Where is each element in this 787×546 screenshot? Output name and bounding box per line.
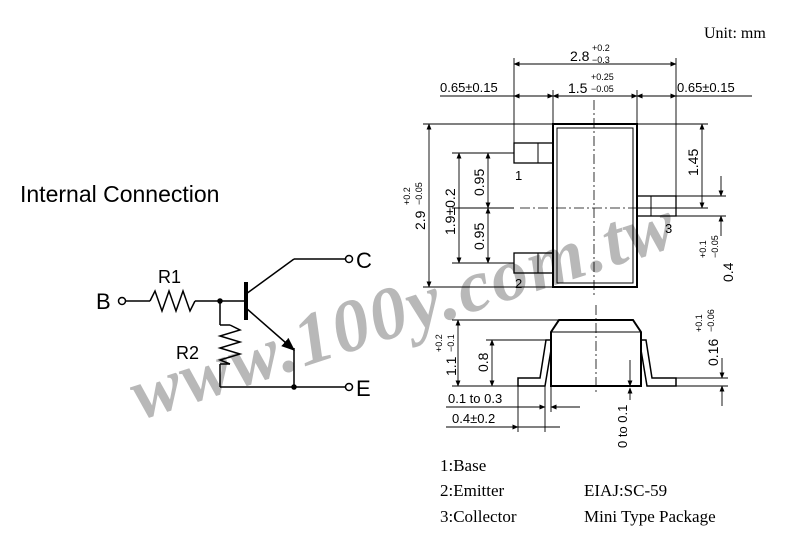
dim-overall-height-tol-plus: +0.2: [402, 187, 412, 205]
terminal-e-label: E: [356, 376, 371, 401]
resistor-r1: [149, 288, 196, 314]
dim-pitch-lower: 0.95: [471, 223, 487, 250]
resistor-r2-label: R2: [176, 343, 199, 363]
pin-1-label: 1: [515, 168, 522, 183]
terminal-b-label: B: [96, 289, 111, 314]
dim-standoff: 0 to 0.1: [615, 405, 630, 448]
watermark-text: www.100y.com.tw: [120, 182, 687, 436]
dim-lead-thickness: 0.16: [705, 339, 721, 366]
resistor-r1-label: R1: [158, 267, 181, 287]
legend-emitter: 2:Emitter: [440, 481, 505, 500]
terminal-b-circle: [117, 296, 127, 306]
dim-overall-height-tol-minus: −0.05: [414, 182, 424, 205]
lead-1: [513, 142, 554, 164]
pin-2-label: 2: [515, 276, 522, 291]
dim-overall-width-tol-plus: +0.2: [592, 43, 610, 53]
dim-foot-length: 0.4±0.2: [452, 411, 495, 426]
terminal-e-circle: [344, 382, 354, 392]
package-top-view: [513, 100, 690, 295]
dim-package-height-tol-plus: +0.2: [434, 334, 444, 352]
top-dimensions: [440, 58, 752, 196]
dim-package-height: 1.1: [443, 356, 459, 376]
package-side-view: [517, 305, 677, 395]
terminal-c-label: C: [356, 248, 372, 273]
dim-lead-thickness-tol-minus: −0.06: [706, 309, 716, 332]
dim-lead-offset-right: 0.65±0.15: [677, 80, 735, 95]
terminal-c-circle: [344, 254, 354, 264]
dim-overall-height: 2.9: [412, 210, 428, 230]
dim-lead-width-tol-plus: +0.1: [698, 240, 708, 258]
internal-connection-title: Internal Connection: [20, 181, 219, 207]
dim-lead3-offset: 1.45: [685, 149, 701, 176]
side-lead-left: [517, 339, 552, 387]
dim-pitch-total: 1.9±0.2: [442, 188, 458, 235]
dim-lead-offset-left: 0.65±0.15: [440, 80, 498, 95]
pin-3-label: 3: [665, 221, 672, 236]
resistor-r2: [217, 324, 243, 365]
dim-lead-length: 0.1 to 0.3: [448, 391, 502, 406]
legend-base: 1:Base: [440, 456, 486, 475]
dim-lead-width-tol-minus: −0.05: [710, 235, 720, 258]
dim-overall-width: 2.8: [570, 48, 590, 64]
dim-body-width: 1.5: [568, 80, 588, 96]
dim-package-height-tol-minus: −0.1: [446, 334, 456, 352]
dim-body-width-tol-plus: +0.25: [591, 72, 614, 82]
left-dimensions: [423, 123, 553, 288]
dim-body-thickness: 0.8: [475, 352, 491, 372]
side-dimensions: [446, 319, 728, 432]
dim-body-width-tol-minus: −0.05: [591, 84, 614, 94]
dim-lead-thickness-tol-plus: +0.1: [694, 314, 704, 332]
dim-pitch-upper: 0.95: [471, 169, 487, 196]
unit-label: Unit: mm: [704, 25, 766, 42]
circuit-schematic: [117, 254, 354, 392]
right-dimensions: [637, 123, 726, 236]
side-lead-right: [640, 339, 677, 387]
legend-package-type: Mini Type Package: [584, 507, 716, 526]
dim-lead-width: 0.4: [720, 262, 736, 282]
lead-3: [636, 195, 677, 217]
legend-standard: EIAJ:SC-59: [584, 481, 667, 500]
dim-overall-width-tol-minus: −0.3: [592, 55, 610, 65]
legend-collector: 3:Collector: [440, 507, 517, 526]
